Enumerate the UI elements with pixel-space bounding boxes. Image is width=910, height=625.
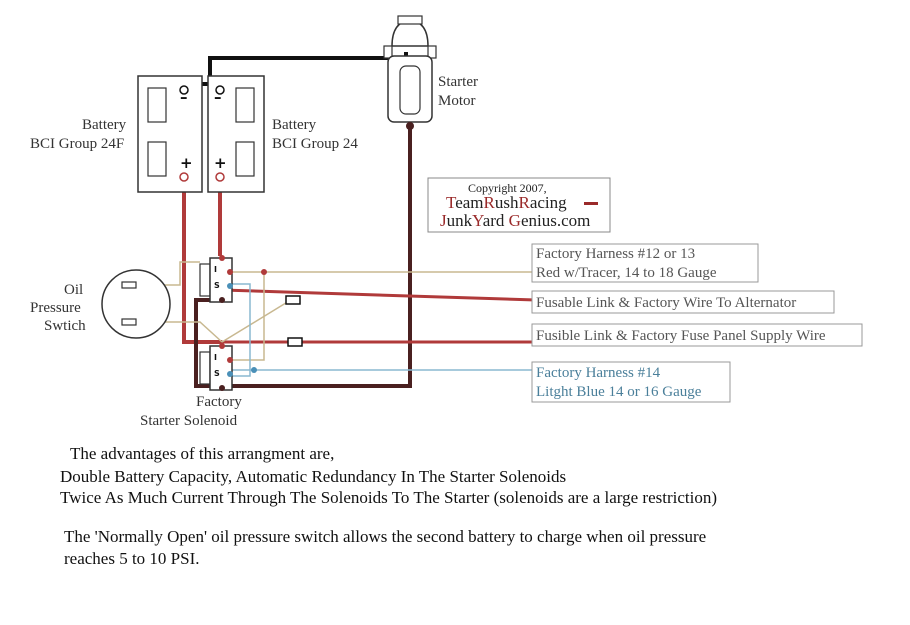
- battery-left-label-1: Battery: [82, 117, 127, 133]
- note-line-4: The 'Normally Open' oil pressure switch …: [64, 527, 707, 546]
- copyright-box: Copyright 2007, TeamRushRacing JunkYard …: [427, 177, 611, 233]
- red-wire-left-battery: [182, 177, 222, 344]
- harness12-line1: Factory Harness #12 or 13: [536, 246, 695, 262]
- junkyard-genius: JunkYard Genius.com: [440, 211, 590, 230]
- solenoid-lower-terminal-i: I: [214, 353, 217, 362]
- battery-right: – +: [207, 75, 265, 193]
- oil-switch-label-2: Pressure: [30, 300, 81, 316]
- battery-right-pos-symbol: +: [214, 154, 227, 172]
- note-line-2: Double Battery Capacity, Automatic Redun…: [60, 467, 567, 486]
- note-line-3: Twice As Much Current Through The Soleno…: [60, 488, 718, 507]
- battery-right-label-2: BCI Group 24: [272, 136, 358, 152]
- oil-pressure-switch: [101, 269, 171, 339]
- fuse-panel-fuse: [287, 337, 303, 347]
- callout-harness12: Factory Harness #12 or 13 Red w/Tracer, …: [531, 243, 759, 283]
- callout-fusible-link: Fusible Link & Factory Fuse Panel Supply…: [531, 323, 863, 347]
- oil-switch-label-1: Oil: [64, 282, 83, 298]
- starter-motor-label-1: Starter: [438, 74, 478, 90]
- solenoid-label-1: Factory: [196, 394, 242, 410]
- note-line-5: reaches 5 to 10 PSI.: [64, 549, 200, 568]
- solenoid-lower: I S: [199, 343, 233, 391]
- fusable-link-text: Fusable Link & Factory Wire To Alternato…: [536, 295, 796, 311]
- battery-right-neg-symbol: –: [214, 88, 222, 106]
- battery-left: – +: [137, 75, 203, 193]
- harness14-line1: Factory Harness #14: [536, 365, 661, 381]
- solenoid-upper-terminal-s: S: [214, 281, 220, 290]
- harness-drop: [232, 272, 265, 361]
- cross-wire: [221, 297, 295, 343]
- battery-right-neg-terminal: [215, 85, 225, 95]
- solenoid-upper: I S: [199, 255, 233, 303]
- starter-motor-label-2: Motor: [438, 93, 476, 109]
- fusible-link-text: Fusible Link & Factory Fuse Panel Supply…: [536, 328, 826, 344]
- junction-dot-harness12: [261, 269, 267, 275]
- harness12-line2: Red w/Tracer, 14 to 18 Gauge: [536, 265, 717, 281]
- solenoid-label-2: Starter Solenoid: [140, 413, 238, 429]
- battery-left-neg-symbol: –: [180, 88, 188, 106]
- solenoid-lower-terminal-s: S: [214, 369, 220, 378]
- oil-switch-label-3: Swtich: [44, 318, 86, 334]
- callout-harness14: Factory Harness #14 Litght Blue 14 or 16…: [531, 361, 731, 403]
- note-line-1: The advantages of this arrangment are,: [70, 444, 335, 463]
- battery-left-pos-terminal: [179, 172, 189, 182]
- battery-right-label-1: Battery: [272, 117, 317, 133]
- callout-fusable-link: Fusable Link & Factory Wire To Alternato…: [531, 290, 835, 314]
- harness14-line2: Litght Blue 14 or 16 Gauge: [536, 384, 702, 400]
- battery-left-label-2: BCI Group 24F: [30, 136, 124, 152]
- copyright-line: Copyright 2007,: [468, 181, 547, 195]
- alternator-fuse: [285, 295, 301, 305]
- battery-left-pos-symbol: +: [180, 154, 193, 172]
- junction-dot-harness14: [251, 367, 257, 373]
- brand-dash: [584, 202, 598, 205]
- alternator-wire: [221, 288, 537, 302]
- battery-left-neg-terminal: [179, 85, 189, 95]
- team-rush-racing: TeamRushRacing: [446, 193, 567, 212]
- battery-right-pos-terminal: [215, 172, 225, 182]
- dark-starter-cable: [194, 128, 412, 388]
- starter-motor-icon: [383, 15, 437, 130]
- solenoid-upper-terminal-i: I: [214, 265, 217, 274]
- harness14-wire: [232, 283, 251, 377]
